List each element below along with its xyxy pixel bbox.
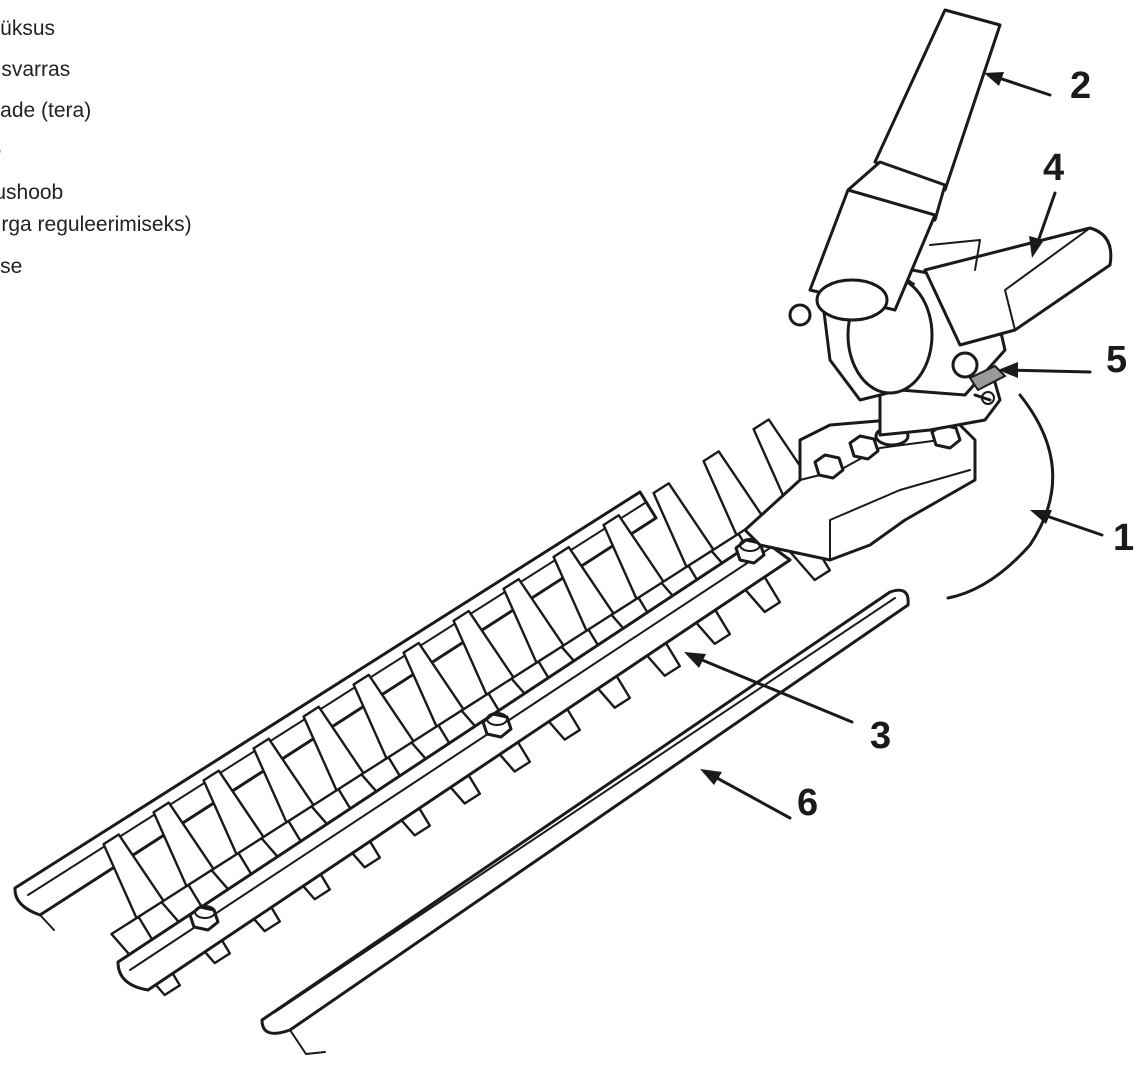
callout-5: 5	[1106, 339, 1127, 381]
blade-tooth-upper-7	[452, 609, 515, 696]
legend-item-4: de	[0, 140, 1, 164]
blade-bolt-middle	[481, 712, 513, 739]
blade-tooth-upper-5	[352, 673, 415, 760]
leader-arrow-3	[684, 652, 854, 724]
blade-center-bar	[116, 536, 792, 992]
legend-item-6: aitse	[0, 255, 23, 278]
blade-guard-right-rail	[260, 588, 910, 1055]
blade-tooth-upper-10	[602, 514, 665, 601]
angle-adjust-lever	[968, 364, 1007, 392]
leader-arrow-6	[700, 769, 792, 820]
blade-tooth-upper-11	[652, 482, 715, 569]
callout-1: 1	[1113, 517, 1134, 559]
blade-tooth-upper-2	[202, 769, 265, 856]
leader-arrow-2	[984, 72, 1052, 97]
gear-case-mount	[743, 413, 977, 562]
callout-2: 2	[1070, 65, 1091, 107]
blade-bolt-front	[188, 905, 220, 932]
legend-item-5: stushoob	[0, 181, 64, 204]
legend-item-2: dusvarras	[0, 58, 71, 81]
blade-tooth-upper-6	[402, 641, 465, 728]
leader-arrow-4	[1029, 191, 1057, 258]
blade-bolt-rear	[734, 538, 766, 565]
blade-tooth-upper-0	[102, 833, 165, 920]
blade-tooth-upper-4	[302, 705, 365, 792]
blade-tooth-upper-9	[552, 545, 615, 632]
callout-3: 3	[870, 715, 891, 757]
drive-shaft	[788, 8, 1002, 327]
legend-item-5-continued: nurga reguleerimiseks)	[0, 213, 192, 236]
blade-guard-left-rail	[13, 490, 658, 931]
handle-grip	[923, 226, 1113, 347]
legend-item-1: usüksus	[0, 17, 56, 40]
blade-tooth-upper-3	[252, 737, 315, 824]
callout-6: 6	[797, 782, 818, 824]
rotation-arc	[946, 393, 1055, 600]
blade-tooth-upper-1	[152, 801, 215, 888]
legend-item-3: seade (tera)	[0, 99, 92, 122]
callout-4: 4	[1043, 147, 1064, 189]
blade-tooth-upper-8	[502, 577, 565, 664]
leader-arrow-5	[998, 362, 1092, 378]
leader-arrow-1	[1030, 510, 1104, 537]
parts-legend: usüksus dusvarras seade (tera) de stusho…	[0, 0, 330, 300]
